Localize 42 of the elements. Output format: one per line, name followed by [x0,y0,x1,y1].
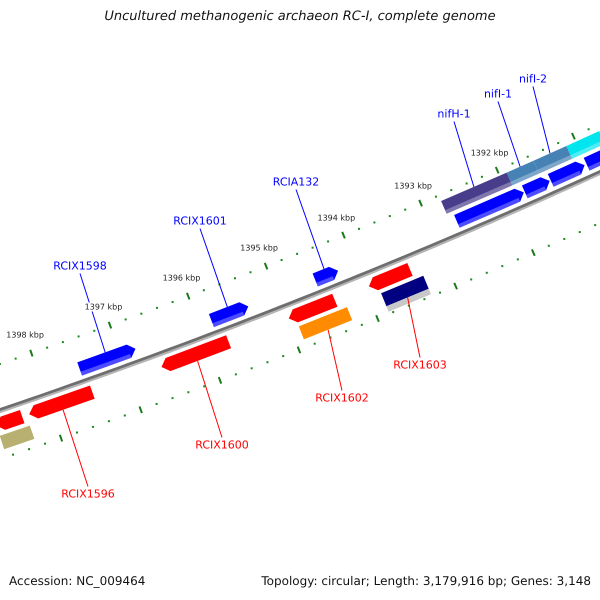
gene-label: nifH-1 [437,108,471,120]
leader-line [498,101,521,168]
accession-text: Accession: NC_009464 [9,574,146,588]
leader-line [80,273,106,353]
scale-label: 1393 kbp [394,181,432,190]
gene-feature [548,162,585,187]
gene-feature [312,266,338,286]
gene-label: RCIX1601 [173,214,227,228]
gene-feature [208,302,248,328]
scale-label: 1395 kbp [240,244,278,253]
scale-label: 1392 kbp [470,148,508,158]
leader-line [197,360,222,438]
genome-info-text: Topology: circular; Length: 3,179,916 bp; Genes: 3,148 [261,574,591,588]
leader-line [454,121,474,188]
title: Uncultured methanogenic archaeon RC-I, complete genome [103,9,497,24]
gene-block [566,131,600,159]
gene-feature [454,188,524,228]
gene-label: RCIX1603 [393,358,447,372]
leader-line [328,329,342,391]
scale-label: 1398 kbp [6,330,44,340]
leader-line [407,297,420,358]
scale-label: 1396 kbp [162,274,200,283]
leader-line [296,189,324,270]
gene-label: nifI-2 [518,72,548,86]
leader-line [532,86,550,154]
gene-block [441,172,512,214]
leader-line [200,228,228,308]
gene-label: RCIX1602 [315,392,369,404]
gene-label: RCIX1598 [53,260,107,272]
gene-label: nifI-1 [484,88,512,100]
gene-label: RCIX1600 [195,438,249,452]
gene-feature [584,150,600,171]
gene-label: RCIX1596 [61,488,115,500]
gene-block [381,276,431,312]
scale-label: 1397 kbp [84,302,122,312]
leader-line [62,409,88,487]
gene-block [506,160,540,186]
gene-feature [522,177,550,198]
gene-block [534,146,572,174]
gene-label: RCIA132 [272,176,320,188]
gene-feature [77,344,136,376]
scale-label: 1394 kbp [318,213,356,222]
